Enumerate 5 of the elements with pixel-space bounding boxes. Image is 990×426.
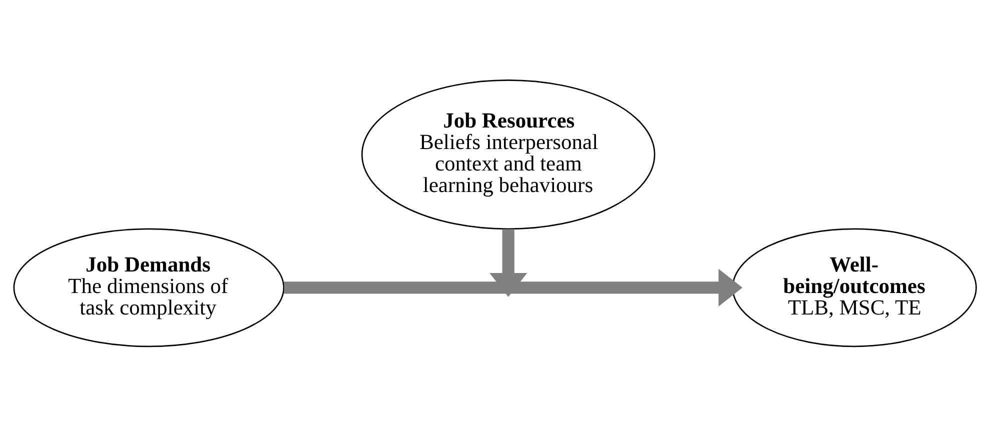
node-ellipse: Well-being/outcomes TLB, MSC, TE (732, 228, 977, 347)
node-ellipse: Job Resources Beliefs interpersonal context and team learning behaviours (361, 79, 656, 230)
arrow (490, 228, 528, 296)
arrow (284, 268, 742, 306)
node-ellipse: Job Demands The dimensions of task complexity (13, 228, 284, 347)
